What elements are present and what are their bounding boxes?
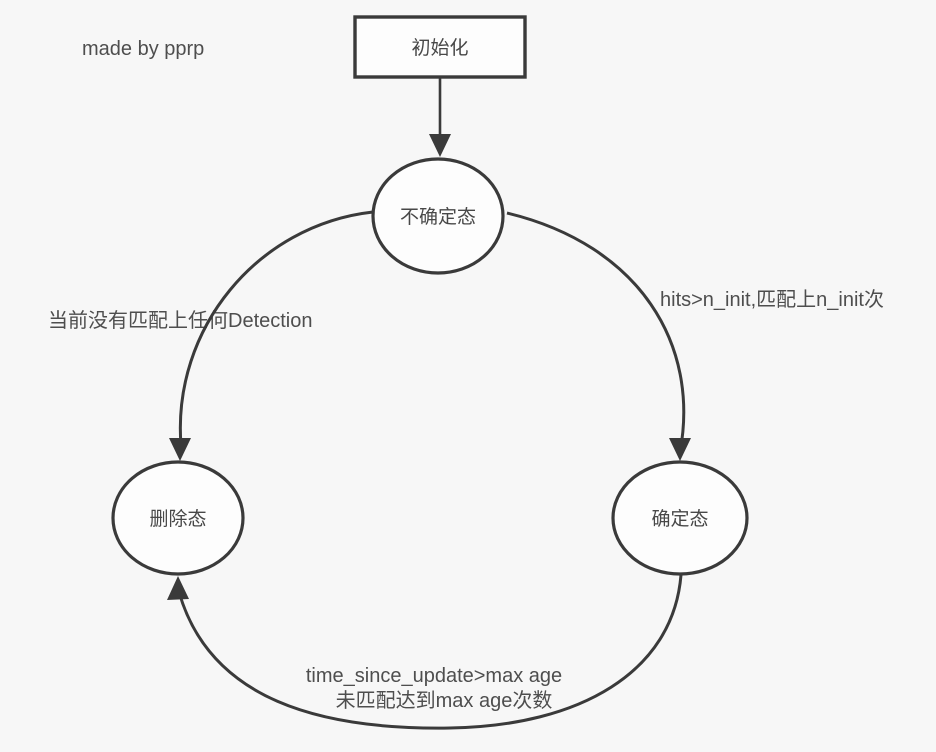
edge-confirmed-to-deleted-curve (177, 574, 683, 730)
edge-label-timeout-line1: time_since_update>max age (306, 665, 562, 687)
node-confirmed-circle (611, 460, 749, 576)
edge-label-timeout-line2: 未匹配达到max age次数 (336, 689, 553, 712)
node-tentative-circle (371, 157, 505, 275)
arrowhead-into-deleted-bottom (167, 576, 189, 600)
node-init-label: 初始化 (411, 37, 468, 59)
edge-label-no-match: 当前没有匹配上任何Detection (48, 309, 313, 332)
arrowhead-into-deleted-top (169, 438, 191, 461)
credit-text: made by pprp (82, 38, 204, 60)
node-deleted-circle (111, 460, 245, 576)
edge-tentative-to-deleted (169, 210, 374, 461)
edge-tentative-to-confirmed (506, 211, 691, 461)
edge-tentative-to-confirmed-curve (506, 211, 686, 453)
edge-label-hits: hits>n_init,匹配上n_init次 (660, 288, 884, 311)
arrowhead-into-confirmed-top (669, 438, 691, 461)
node-confirmed-label: 确定态 (651, 508, 708, 530)
edge-tentative-to-deleted-curve (178, 210, 374, 446)
node-tentative-label: 不确定态 (400, 206, 476, 228)
node-init-box (353, 15, 527, 79)
edge-confirmed-to-deleted (167, 574, 683, 730)
node-deleted-label: 删除态 (149, 508, 206, 530)
edge-init-to-tentative (429, 77, 451, 157)
arrowhead-into-tentative (429, 134, 451, 157)
